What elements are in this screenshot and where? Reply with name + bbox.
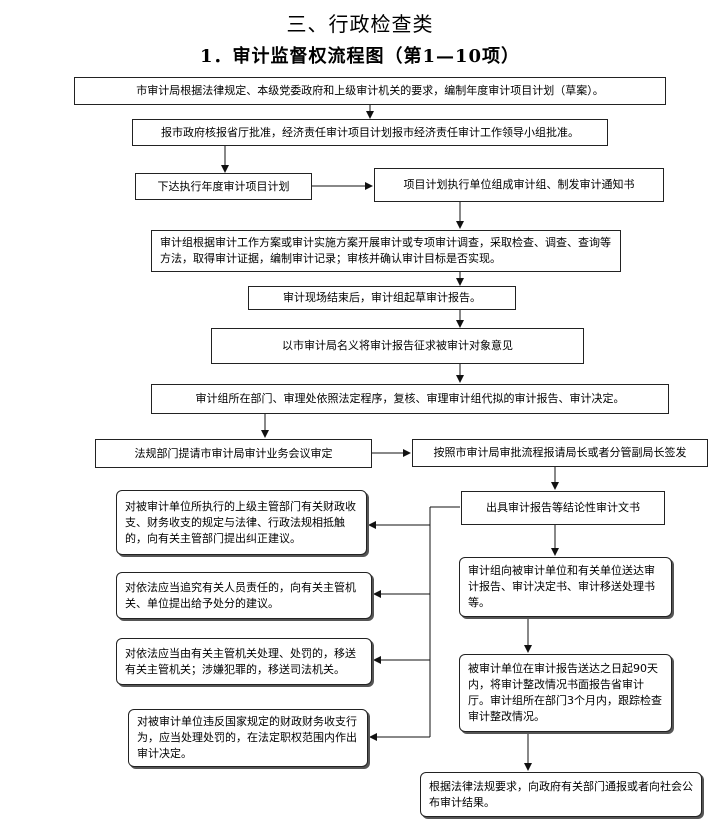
step-deliver-documents: 审计组向被审计单位和有关单位送达审计报告、审计决定书、审计移送处理书等。 xyxy=(459,557,672,617)
step-publish-results: 根据法律法规要求，向政府有关部门通报或者向社会公布审计结果。 xyxy=(420,772,702,817)
page-title: 三、行政检查类 xyxy=(286,12,434,36)
outcome-discipline-suggestion: 对依法应当追究有关人员责任的，向有关主管机关、单位提出给予处分的建议。 xyxy=(116,572,372,619)
step-conduct-audit: 审计组根据审计工作方案或审计实施方案开展审计或专项审计调查，采取检查、调查、查询… xyxy=(151,230,621,272)
outcome-correction-advice: 对被审计单位所执行的上级主管部门有关财政收支、财务收支的规定与法律、行政法规相抵… xyxy=(116,490,367,555)
step-review: 审计组所在部门、审理处依照法定程序，复核、审理审计组代拟的审计报告、审计决定。 xyxy=(151,384,669,414)
step-form-audit-team: 项目计划执行单位组成审计组、制发审计通知书 xyxy=(374,168,664,202)
step-sign-off: 按照市审计局审批流程报请局长或者分管副局长签发 xyxy=(412,439,708,467)
outcome-transfer-case: 对依法应当由有关主管机关处理、处罚的，移送有关主管机关；涉嫌犯罪的，移送司法机关… xyxy=(116,638,372,685)
step-issue-plan: 下达执行年度审计项目计划 xyxy=(135,173,312,200)
outcome-audit-decision: 对被审计单位违反国家规定的财政财务收支行为，应当处理处罚的，在法定职权范围内作出… xyxy=(128,709,368,767)
step-rectification-report: 被审计单位在审计报告送达之日起90天内，将审计整改情况书面报告省审计厅。审计组所… xyxy=(459,654,672,732)
flowchart-title: 1．审计监督权流程图（第1—10项） xyxy=(199,46,521,67)
step-annual-plan-draft: 市审计局根据法律规定、本级党委政府和上级审计机关的要求，编制年度审计项目计划（草… xyxy=(74,77,666,105)
step-issue-documents: 出具审计报告等结论性审计文书 xyxy=(461,491,665,525)
step-approval: 报市政府核报省厅批准，经济责任审计项目计划报市经济责任审计工作领导小组批准。 xyxy=(132,119,608,146)
step-business-meeting: 法规部门提请市审计局审计业务会议审定 xyxy=(95,439,372,468)
step-draft-report: 审计现场结束后，审计组起草审计报告。 xyxy=(248,286,516,310)
step-solicit-opinion: 以市审计局名义将审计报告征求被审计对象意见 xyxy=(211,328,584,364)
